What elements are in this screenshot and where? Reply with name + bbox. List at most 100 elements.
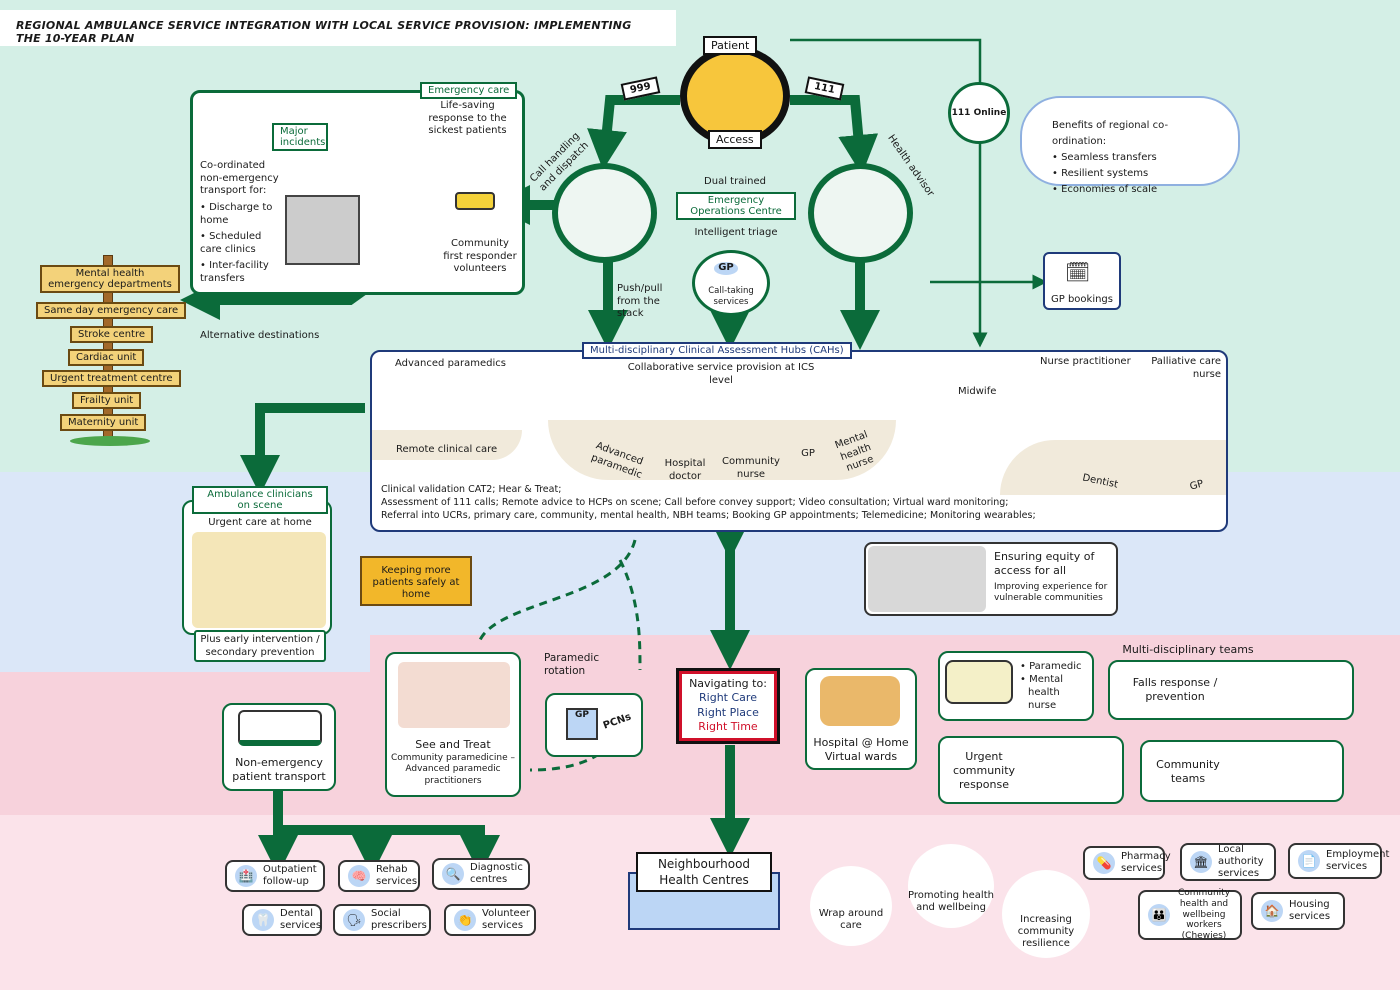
service-label: Outpatient follow-up: [263, 864, 317, 887]
mdt-title: Multi-disciplinary teams: [1122, 643, 1254, 656]
transport-intro: Co-ordinated non-emergency transport for…: [200, 160, 279, 196]
mdt-car-item: • Mental health nurse: [1020, 674, 1064, 711]
cycle-promoting: Promoting health and wellbeing: [908, 844, 994, 928]
service-label: Rehab services: [376, 864, 418, 887]
benefit-item: • Seamless transfers: [1052, 152, 1157, 163]
home-visit-illustration: [192, 532, 326, 628]
transport-item: • Scheduled care clinics: [200, 231, 262, 255]
service-label: Diagnostic centres: [470, 862, 523, 885]
benefit-item: • Economies of scale: [1052, 184, 1158, 195]
ucr-panel: Urgent community response: [938, 736, 1124, 804]
see-treat-title: See and Treat: [415, 738, 491, 751]
health-advisor-circle: [808, 163, 913, 263]
service-housing[interactable]: 🏠Housing services: [1251, 892, 1345, 930]
cv-icon: 📄: [1298, 850, 1320, 872]
role-label: Palliative care nurse: [1151, 356, 1221, 380]
navigating-item: Right Place: [697, 705, 759, 719]
hospital-icon: 🏥: [235, 865, 257, 887]
service-outpatient[interactable]: 🏥 Outpatient follow-up: [225, 860, 325, 892]
cah-title: Multi-disciplinary Clinical Assessment H…: [582, 342, 852, 359]
access-label: Access: [708, 130, 762, 149]
falls-panel: Falls response / prevention: [1108, 660, 1354, 720]
benefits-cloud: Benefits of regional co-ordination: • Se…: [1020, 96, 1240, 195]
mdt-car-list: • Paramedic • Mental health nurse: [1020, 660, 1082, 712]
hospital-illustration: [285, 195, 360, 265]
navigating-panel: Navigating to: Right Care Right Place Ri…: [676, 668, 780, 744]
on-scene-foot-text: Plus early intervention / secondary prev…: [200, 634, 320, 658]
call-taking-circle: [692, 250, 770, 316]
online-111-icon[interactable]: 111 Online: [948, 82, 1010, 144]
eoc-title: Emergency Operations Centre: [676, 192, 796, 220]
armchair-illustration: [820, 676, 900, 726]
cah-description: Clinical validation CAT2; Hear & Treat; …: [381, 484, 1036, 523]
community-teams-label: Community teams: [1156, 758, 1220, 785]
speaking-head-icon: 🗣: [343, 909, 365, 931]
keeping-home-banner: Keeping more patients safely at home: [360, 556, 472, 606]
service-label: Local authority services: [1218, 844, 1264, 879]
service-volunteer[interactable]: 👏 Volunteer services: [444, 904, 536, 936]
benefit-item: • Resilient systems: [1052, 168, 1149, 179]
call-handler-circle: [552, 163, 657, 263]
desk-left: [372, 430, 522, 460]
equity-sub: Improving experience for vulnerable comm…: [994, 582, 1108, 604]
service-chewies[interactable]: 👪 Community health and wellbeing workers …: [1138, 888, 1242, 942]
desk-right: [1000, 440, 1226, 495]
service-local-authority[interactable]: 🏛Local authority services: [1180, 843, 1276, 881]
service-label: Social prescribers: [371, 908, 427, 931]
service-label: Dental services: [280, 908, 322, 931]
benefits-title: Benefits of regional co-ordination:: [1052, 120, 1169, 147]
service-dental[interactable]: 🦷Dental services: [242, 904, 322, 936]
equity-illustration: [868, 546, 986, 612]
people-icon: 👪: [1148, 904, 1170, 926]
emergency-care-tag: Emergency care: [420, 82, 518, 99]
cah-line: Assessment of 111 calls; Remote advice t…: [381, 496, 1009, 508]
service-label: Employment services: [1326, 849, 1390, 872]
gp-bookings-box[interactable]: GP bookings🗓: [1043, 252, 1121, 310]
response-car-illustration: [945, 660, 1013, 704]
calendar-icon: 🗓: [1065, 260, 1091, 284]
sign-sdec: Same day emergency care: [36, 302, 187, 319]
patient-label: Patient: [703, 36, 758, 55]
service-label: Volunteer services: [482, 908, 530, 931]
ambulance-illustration: [455, 192, 495, 210]
pill-icon: 💊: [1093, 852, 1115, 874]
falls-label: Falls response / prevention: [1132, 676, 1218, 703]
service-employment[interactable]: 📄 Employment services: [1288, 843, 1389, 879]
role-label: Hospital doctor: [664, 458, 706, 482]
community-teams-panel: Community teams: [1140, 740, 1344, 802]
service-diagnostic[interactable]: 🔍 Diagnostic centres: [432, 858, 530, 890]
gp-house-icon: GP: [566, 708, 598, 740]
sign-utc: Urgent treatment centre: [42, 370, 181, 387]
service-social[interactable]: 🗣 Social prescribers: [333, 904, 431, 936]
transport-list: • Discharge to home • Scheduled care cli…: [200, 202, 280, 285]
virtual-wards-label: Hospital @ Home Virtual wards: [813, 736, 909, 763]
on-scene-title: Ambulance clinicians on scene: [192, 486, 328, 514]
hands-icon: 👏: [454, 909, 476, 931]
alternative-destinations-label: Alternative destinations: [200, 330, 320, 341]
sign-frailty: Frailty unit: [72, 392, 142, 409]
navigating-item: Right Time: [698, 719, 758, 733]
ucr-label: Urgent community response: [952, 750, 1016, 791]
equity-title: Ensuring equity of access for all: [994, 550, 1095, 577]
collab-label: Collaborative service provision at ICS l…: [627, 362, 815, 386]
house-icon: 🏠: [1261, 900, 1283, 922]
rotation-label: Paramedic rotation: [544, 652, 600, 678]
cah-line: Referral into UCRs, primary care, commun…: [381, 509, 1036, 521]
push-pull-label: Push/pull from the stack: [617, 283, 663, 319]
service-label: Pharmacy services: [1121, 851, 1171, 874]
see-treat-illustration: [398, 662, 510, 728]
role-label: Community nurse: [722, 456, 780, 480]
on-scene-sub: Urgent care at home: [208, 517, 312, 528]
role-label: Midwife: [958, 386, 997, 397]
on-scene-foot: Plus early intervention / secondary prev…: [194, 630, 326, 662]
grass: [70, 436, 150, 446]
call-taking-label: Call-taking services: [708, 286, 754, 307]
role-label: Nurse practitioner: [1040, 356, 1131, 367]
magnifier-icon: 🔍: [442, 863, 464, 885]
brain-icon: 🧠: [348, 865, 370, 887]
sign-stroke: Stroke centre: [70, 326, 153, 343]
service-pharmacy[interactable]: 💊 Pharmacy services: [1083, 846, 1171, 880]
service-rehab[interactable]: 🧠 Rehab services: [338, 860, 420, 892]
service-label: Community health and wellbeing workers (…: [1177, 888, 1231, 942]
cycle-resilience: Increasing community resilience: [1002, 870, 1090, 958]
